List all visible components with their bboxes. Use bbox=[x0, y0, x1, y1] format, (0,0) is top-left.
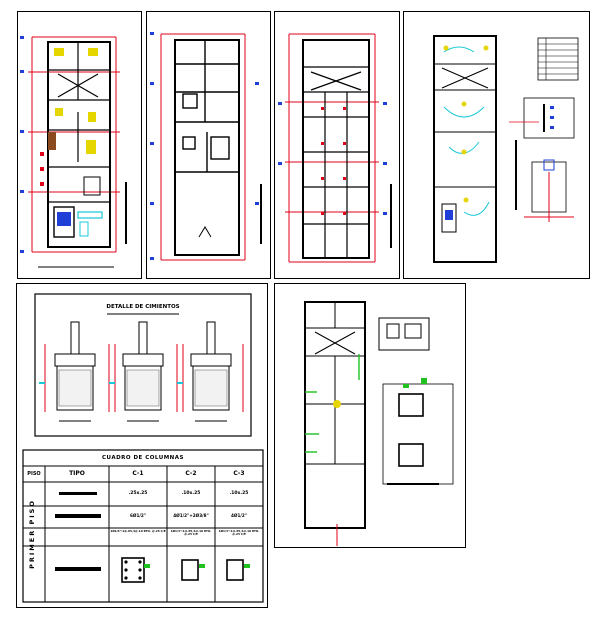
column-table-header-floor: PISO bbox=[27, 471, 41, 477]
sheet-foundation-details[interactable]: DETALLE DE CIMIENTOS CUADRO DE COLUMNAS … bbox=[16, 283, 268, 608]
column-section-c1: .25x.25 bbox=[128, 491, 148, 496]
column-section-c2: .10x.25 bbox=[181, 491, 201, 496]
foundation-details-drawing bbox=[22, 293, 264, 603]
column-table-header-c2: C-2 bbox=[185, 470, 197, 477]
sheet-structure-plan[interactable] bbox=[274, 11, 400, 279]
sheet-distribution-plan[interactable] bbox=[146, 11, 271, 279]
column-table-title: CUADRO DE COLUMNAS bbox=[102, 455, 184, 461]
column-table-floor-label: PRIMER PISO bbox=[28, 499, 36, 569]
column-table-header-c1: C-1 bbox=[132, 470, 144, 477]
sheet-sanitary-plan[interactable] bbox=[274, 283, 466, 548]
column-stirrup-c3: 1Ø1/4":1@.05,4@.10 RTO. @.25 C/E bbox=[218, 529, 260, 537]
column-steel-c3: 4Ø1/2" bbox=[230, 513, 247, 518]
architecture-plan-drawing bbox=[20, 36, 127, 268]
electrical-plan-drawing bbox=[433, 35, 579, 263]
sheet-electrical-plan[interactable] bbox=[403, 11, 590, 279]
structure-plan-drawing bbox=[278, 33, 392, 263]
column-stirrup-c2: 1Ø1/4":1@.05,4@.10 RTO. @.25 C/E bbox=[170, 529, 212, 537]
sheet-architecture-plan[interactable] bbox=[17, 11, 142, 279]
column-stirrup-c1: 1Ø1/4":1@.05,4@.10 RTO. @.25 C/E bbox=[110, 529, 166, 533]
column-table-header-type: TIPO bbox=[69, 470, 85, 477]
column-steel-c2: 4Ø1/2"+2Ø3/8" bbox=[173, 513, 209, 518]
foundation-detail-title: DETALLE DE CIMIENTOS bbox=[106, 304, 180, 310]
distribution-plan-drawing bbox=[150, 32, 262, 261]
column-table-header-c3: C-3 bbox=[233, 470, 245, 477]
column-section-c3: .10x.25 bbox=[229, 491, 249, 496]
column-steel-c1: 6Ø1/2" bbox=[129, 513, 146, 518]
sanitary-plan-drawing bbox=[304, 301, 454, 546]
